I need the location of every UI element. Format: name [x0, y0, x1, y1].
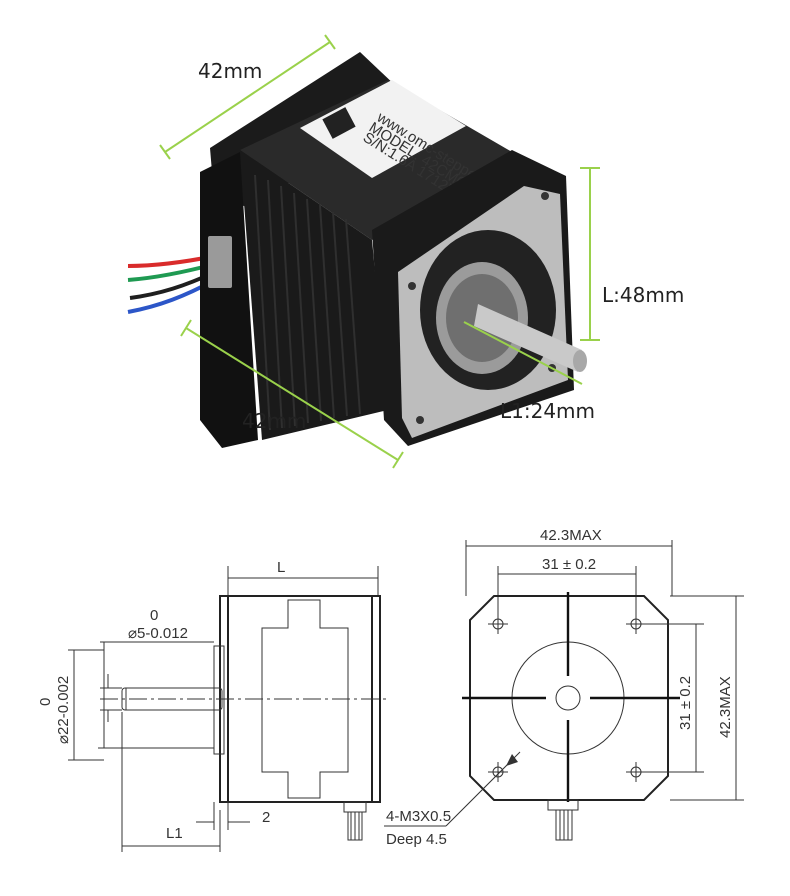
- front-hole-spacing-label: 31 ± 0.2: [542, 556, 596, 573]
- wire-connector: [208, 236, 232, 288]
- photo-length-label: L:48mm: [602, 283, 684, 307]
- front-view-drawing: 42.3MAX 31 ± 0.2 31 ± 0.2: [384, 527, 744, 848]
- L1-label: L1: [166, 825, 183, 842]
- screw-label: 4-M3X0.5: [386, 808, 451, 825]
- front-height-label: 42.3MAX: [717, 676, 734, 738]
- pilot-tol-top: 0: [37, 698, 54, 706]
- mount-hole-icon: [416, 416, 424, 424]
- shaft-tol-top: 0: [150, 607, 158, 624]
- motor-left-side: [200, 152, 258, 448]
- front-width-label: 42.3MAX: [540, 527, 602, 544]
- front-mount-holes: [488, 614, 646, 782]
- photo-width-bottom-label: 42mm: [242, 409, 306, 433]
- qr-code-icon: [322, 107, 356, 139]
- pilot-tol-main: ⌀22-0.002: [55, 676, 72, 744]
- side-L-label: L: [277, 559, 285, 576]
- gap-label: 2: [262, 809, 270, 826]
- photo-width-top-label: 42mm: [198, 59, 262, 83]
- shaft-tol-main: ⌀5-0.012: [128, 625, 188, 642]
- mount-hole-icon: [408, 282, 416, 290]
- photo-dimension-lines: [159, 34, 600, 469]
- mount-hole-icon: [541, 192, 549, 200]
- motor-photo: MODEL: 42CM06 S/N:1.6A 1712B017 www.omc-…: [127, 34, 684, 469]
- photo-shaft-label: L1:24mm: [500, 399, 595, 423]
- motor-shaft: [474, 304, 582, 372]
- front-hole-spacing-vertical-label: 31 ± 0.2: [677, 676, 694, 730]
- depth-label: Deep 4.5: [386, 831, 447, 848]
- side-view-drawing: L 0 ⌀5-0.012 0 ⌀22-0.: [37, 559, 390, 852]
